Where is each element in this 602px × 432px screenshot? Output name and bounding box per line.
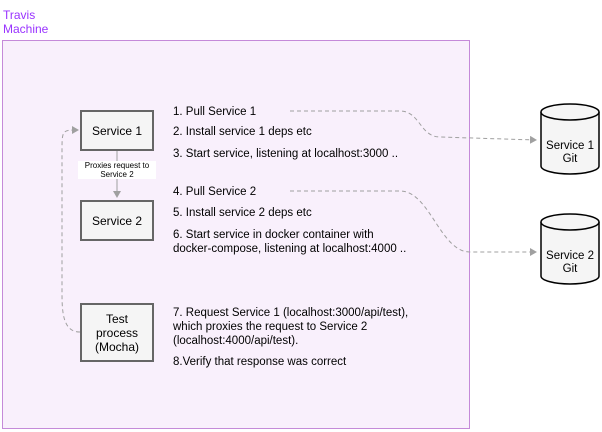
- step-6: 6. Start service in docker container wit…: [173, 228, 406, 256]
- step-7-line-2: which proxies the request to Service 2: [173, 321, 368, 333]
- service1-label: Service 1: [91, 123, 143, 138]
- machine-label: Travis Machine: [3, 8, 49, 36]
- step-1: 1. Pull Service 1: [173, 106, 257, 118]
- step-3: 3. Start service, listening at localhost…: [173, 148, 399, 160]
- service1-git-label-line-1: Service 1: [546, 140, 594, 152]
- test-process-line-1: Test: [105, 311, 128, 326]
- proxy-note: Proxies request to Service 2: [78, 161, 156, 179]
- step-4: 4. Pull Service 2: [173, 186, 257, 198]
- pull1-to-git1-connector: [290, 110, 537, 144]
- step-8: 8.Verify that response was correct: [173, 356, 347, 368]
- step-6-line-2: docker-compose, listening at localhost:4…: [173, 243, 407, 255]
- step-7-line-3: (localhost:4000/api/test).: [173, 335, 299, 347]
- service2-git-label-line-2: Git: [562, 263, 578, 275]
- step-2: 2. Install service 1 deps etc: [173, 126, 312, 138]
- service2-git-label-line-1: Service 2: [546, 250, 594, 262]
- service1-node: Service 1: [80, 110, 154, 151]
- pull2-to-git2-connector: [290, 190, 537, 256]
- service2-git-label: Service 2 Git: [540, 250, 600, 276]
- test-process-line-3: (Mocha): [94, 339, 139, 354]
- step-6-line-1: 6. Start service in docker container wit…: [173, 229, 374, 241]
- test-to-service1-connector: [61, 126, 81, 333]
- test-process-line-2: process: [95, 325, 139, 340]
- service1-git-label-line-2: Git: [562, 153, 578, 165]
- service2-git-cylinder: [540, 213, 600, 285]
- step-7: 7. Request Service 1 (localhost:3000/api…: [173, 306, 408, 348]
- service2-node: Service 2: [80, 200, 154, 241]
- test-process-node: Test process (Mocha): [80, 303, 154, 362]
- service2-label: Service 2: [91, 213, 143, 228]
- step-7-line-1: 7. Request Service 1 (localhost:3000/api…: [173, 307, 409, 319]
- step-5: 5. Install service 2 deps etc: [173, 207, 312, 219]
- service1-git-cylinder: [540, 103, 600, 175]
- service1-git-label: Service 1 Git: [540, 140, 600, 166]
